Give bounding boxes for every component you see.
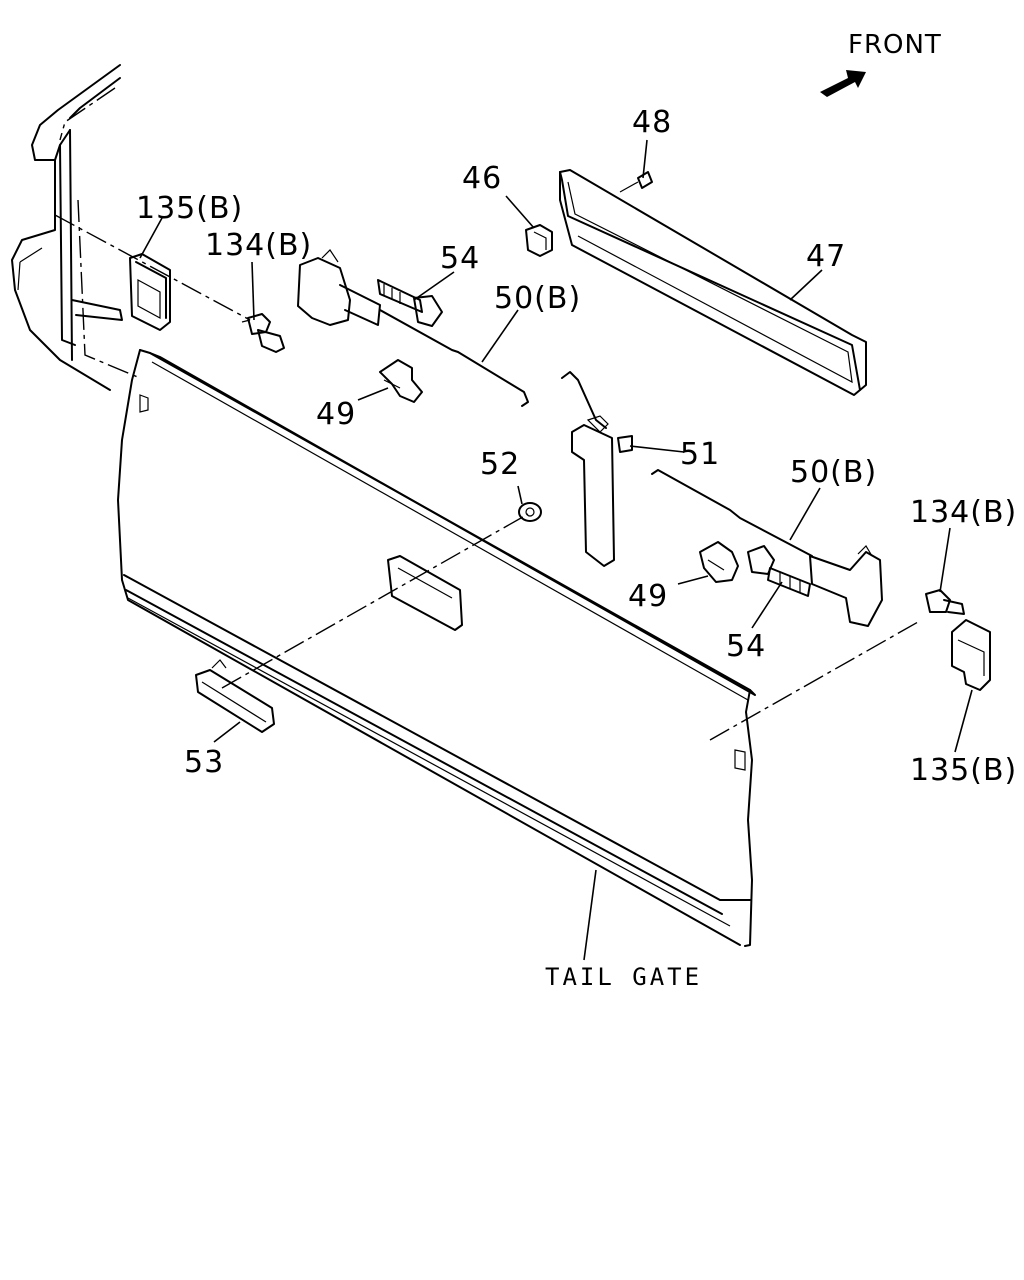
- part-135b-right-hinge: [951, 619, 991, 691]
- part-46-clip: [525, 224, 553, 257]
- callout-46: 46: [462, 161, 502, 196]
- part-47-seal-frame: [559, 169, 867, 396]
- part-134b-left-bolt: [241, 313, 285, 353]
- part-135b-left-hinge: [129, 253, 171, 331]
- tailgate-panel: [117, 349, 756, 947]
- callout-47: 47: [806, 239, 846, 274]
- tail-gate-label: TAIL GATE: [545, 963, 702, 991]
- part-left-latch-assembly: [297, 249, 443, 327]
- callout-135b-left: 135(B): [136, 191, 243, 226]
- front-arrow-icon: [820, 70, 866, 97]
- part-53-handle: [195, 659, 275, 733]
- part-49-right-clip: [699, 541, 739, 583]
- callout-48: 48: [632, 105, 672, 140]
- callout-135b-right: 135(B): [910, 753, 1017, 788]
- part-right-latch-assembly: [747, 545, 883, 627]
- part-48-screw: [619, 171, 653, 193]
- callout-49-right: 49: [628, 579, 668, 614]
- front-label: FRONT: [848, 30, 942, 60]
- part-50b-right-rod: [651, 469, 813, 557]
- callout-51: 51: [680, 437, 720, 472]
- part-49-left-clip: [379, 359, 423, 403]
- callout-54-right: 54: [726, 629, 766, 664]
- part-52-washer: [518, 502, 542, 522]
- front-indicator: FRONT: [820, 30, 942, 97]
- callout-134b-right: 134(B): [910, 495, 1017, 530]
- callout-50b-left: 50(B): [494, 281, 581, 316]
- callout-50b-right: 50(B): [790, 455, 877, 490]
- callout-49-left: 49: [316, 397, 356, 432]
- part-134b-right-bolt: [925, 589, 965, 615]
- callout-52: 52: [480, 447, 520, 482]
- callout-54-left: 54: [440, 241, 480, 276]
- part-50b-left-rod: [379, 309, 529, 407]
- callout-134b-left: 134(B): [205, 228, 312, 263]
- leader-lines: [139, 139, 973, 961]
- vehicle-body-corner: [11, 64, 141, 391]
- callout-53: 53: [184, 745, 224, 780]
- alignment-lines: [54, 214, 919, 741]
- callout-labels: 48 46 47 135(B) 134(B) 54 50(B) 49 51 52…: [136, 105, 1017, 991]
- part-51-center-bracket: [561, 371, 633, 567]
